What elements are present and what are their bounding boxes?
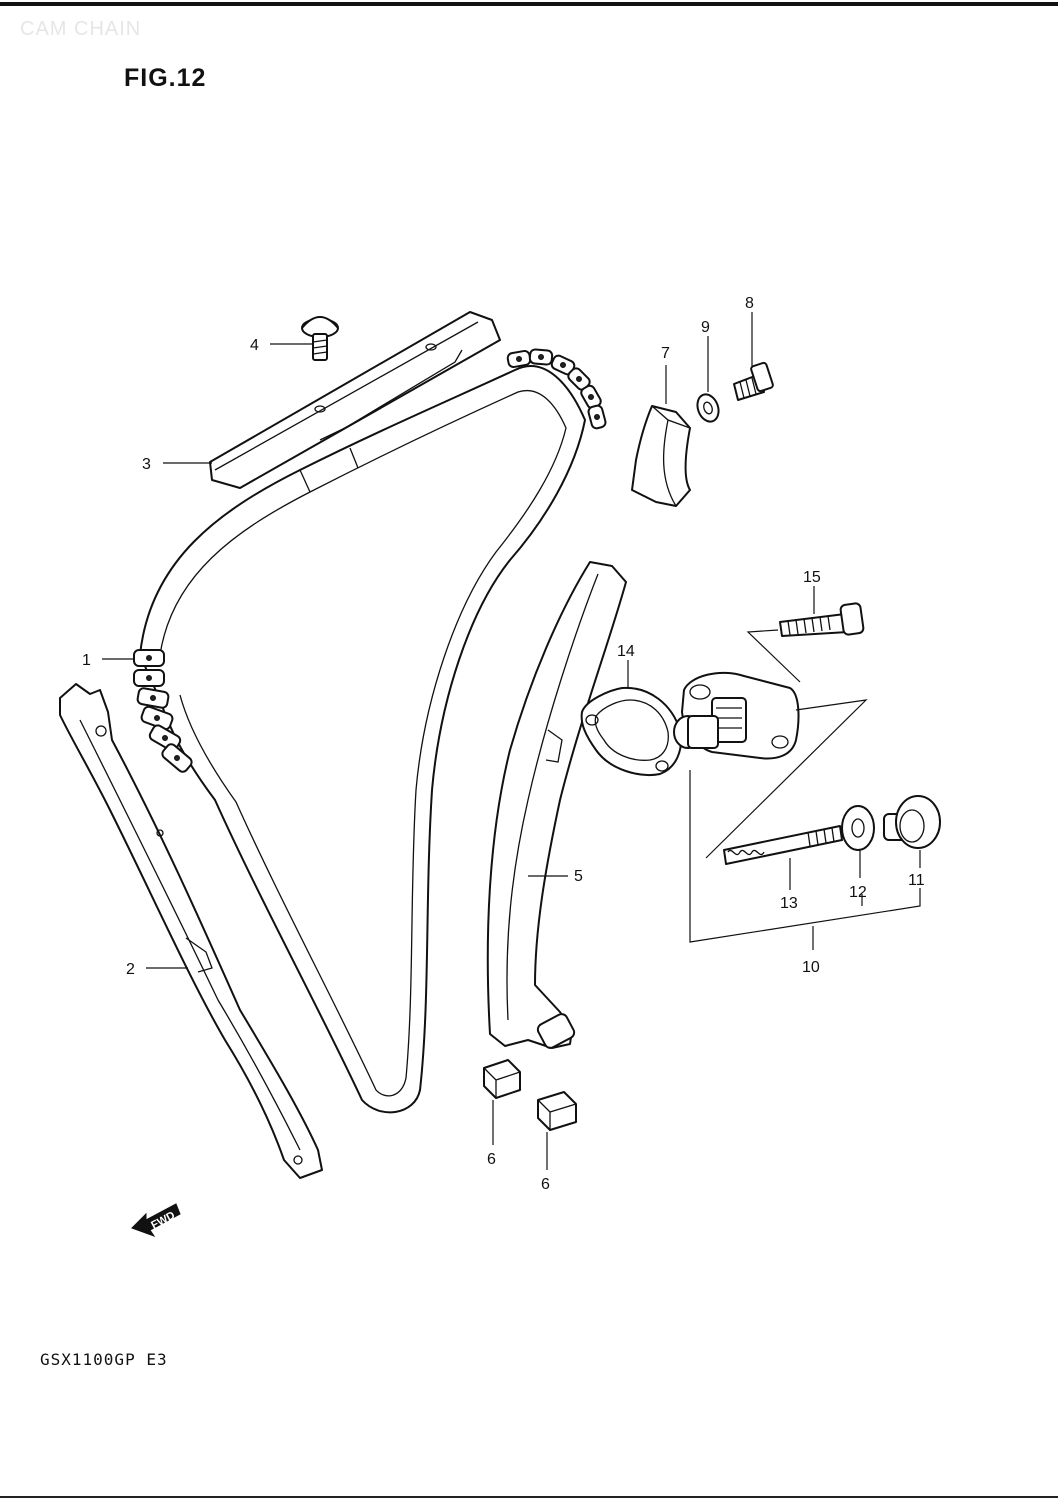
figure-title: FIG.12 [124, 64, 207, 92]
upper-chain-guide [209, 311, 501, 489]
guide-damper-a [483, 1059, 521, 1099]
callout-labels: 1 2 3 4 5 6 6 7 8 9 10 11 12 13 14 15 [82, 295, 925, 1193]
tensioner-washer [841, 805, 875, 851]
callout-11: 11 [908, 872, 925, 889]
callout-1: 1 [82, 652, 91, 669]
callout-6a: 6 [487, 1151, 496, 1168]
assembly-bracket-10 [689, 770, 921, 943]
callout-2: 2 [126, 961, 135, 978]
callout-15: 15 [803, 569, 821, 586]
tensioner-guide-left [59, 683, 323, 1179]
tensioner-spring-rod [723, 825, 843, 865]
guide-cushion [631, 405, 691, 507]
model-code: GSX1100GP E3 [40, 1350, 168, 1369]
callout-9: 9 [701, 319, 710, 336]
chain-links-upper [506, 348, 607, 430]
bottom-border-rule [0, 1496, 1058, 1498]
tensioner-body [673, 671, 800, 760]
callout-5: 5 [574, 868, 583, 885]
top-border-rule [0, 2, 1058, 6]
cam-chain [133, 348, 607, 1114]
callout-6b: 6 [541, 1176, 550, 1193]
guide-screw [301, 316, 339, 361]
section-watermark: CAM CHAIN [20, 18, 142, 40]
callout-10: 10 [802, 959, 820, 976]
chain-links-left [133, 649, 193, 773]
callout-14: 14 [617, 643, 635, 660]
callout-7: 7 [661, 345, 670, 362]
callout-3: 3 [142, 456, 151, 473]
chain-guide-right [486, 561, 627, 1049]
spring-alignment-line [705, 699, 868, 859]
bolt-alignment-line [746, 629, 801, 683]
callout-13: 13 [780, 895, 798, 912]
forward-arrow-icon: FWD [131, 1203, 181, 1237]
tensioner-cap-bolt [883, 795, 941, 849]
callout-8: 8 [745, 295, 754, 312]
forward-arrow-label: FWD [149, 1209, 177, 1231]
washer [696, 393, 720, 423]
guide-damper-b [537, 1091, 577, 1131]
cushion-bolt [733, 361, 774, 401]
leader-lines [102, 312, 921, 1170]
tensioner-mount-bolt [779, 602, 865, 637]
callout-12: 12 [849, 884, 867, 901]
tensioner-gasket [580, 686, 682, 776]
callout-4: 4 [250, 337, 259, 354]
